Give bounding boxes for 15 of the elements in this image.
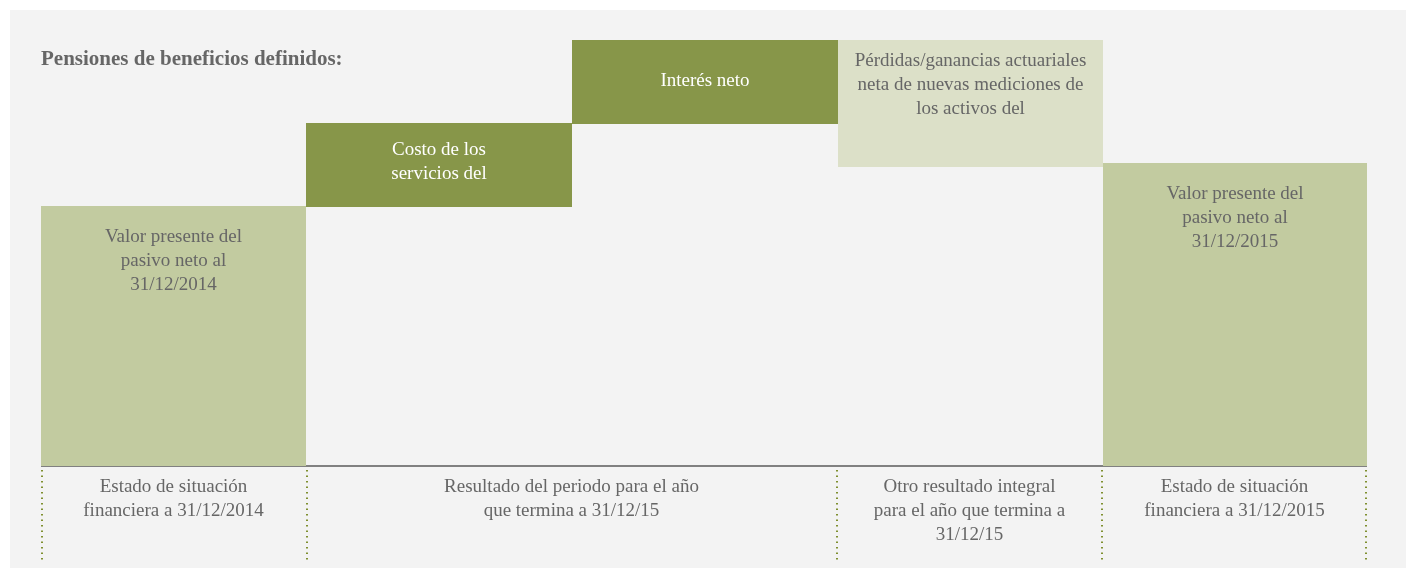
category-label: Estado de situación financiera a 31/12/2014 (82, 474, 265, 522)
waterfall-bar (41, 206, 306, 466)
category-label: Otro resultado integral para el año que termina a 31/12/15 (872, 474, 1067, 546)
bar-label: Valor presente del pasivo neto al 31/12/2014 (103, 224, 244, 296)
waterfall-bar (838, 40, 1103, 167)
bar-label: Pérdidas/ganancias actuariales neta de nuevas mediciones de los activos del (853, 48, 1088, 120)
chart-title: Pensiones de beneficios definidos: (41, 46, 343, 71)
bar-label: Interés neto (659, 68, 751, 92)
waterfall-bar (572, 40, 838, 124)
waterfall-bar (306, 123, 572, 207)
waterfall-bar (1103, 163, 1367, 466)
category-label: Estado de situación financiera a 31/12/2015 (1143, 474, 1326, 522)
bar-label: Costo de los servicios del (390, 137, 488, 185)
bar-label: Valor presente del pasivo neto al 31/12/2015 (1165, 181, 1305, 253)
category-label: Resultado del periodo para el año que termina a 31/12/15 (443, 474, 700, 522)
